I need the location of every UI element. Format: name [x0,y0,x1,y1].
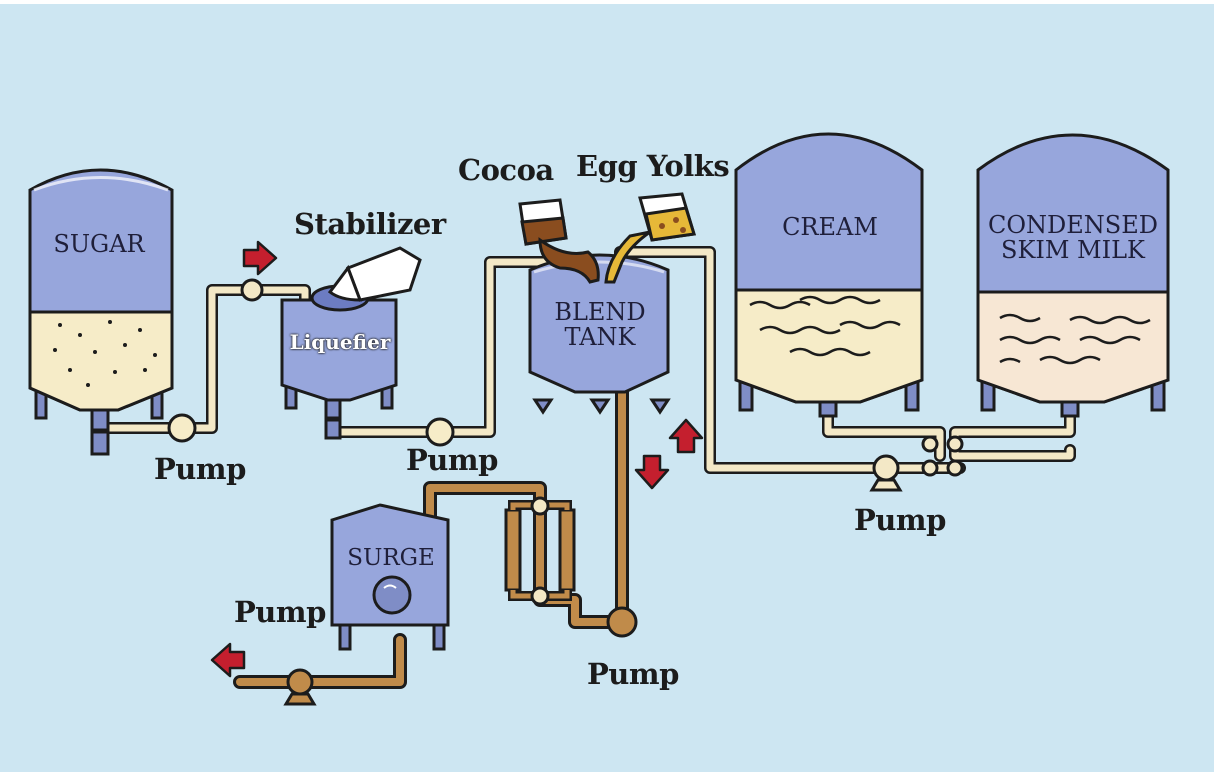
blend-tank-label: BLEND TANK [540,298,660,352]
cocoa-label: Cocoa [458,153,554,187]
cocoa-bucket [518,198,600,284]
cream-waves [749,295,901,357]
sugar-label: SUGAR [53,230,145,258]
liquefier-label: Liquefier [289,330,391,354]
cream-tank [734,132,924,418]
arrow-right-icon [242,240,278,276]
condensed-milk-tank [976,133,1170,418]
cream-label: CREAM [782,213,878,241]
pump-glyphs [167,413,903,706]
milk-waves [999,313,1151,365]
heat-exchanger [504,496,576,606]
arrow-up-icon [668,418,704,454]
pump-label-4: Pump [234,595,326,629]
flow-arrows [210,240,704,678]
blend-tank-label-line1: BLEND [554,298,646,326]
condensed-milk-label-line2: SKIM MILK [1001,236,1145,265]
sugar-granules [53,320,157,387]
pump-label-2: Pump [406,443,498,477]
blend-tank-label-line2: TANK [564,323,636,352]
pump-label-1: Pump [154,452,246,486]
condensed-milk-label-line1: CONDENSED [987,211,1158,239]
condensed-milk-label: CONDENSED SKIM MILK [980,211,1166,265]
stabilizer-bag [327,246,422,302]
liquefier-tank [280,284,398,440]
surge-label: SURGE [347,545,435,571]
sugar-tank [28,168,174,456]
brown-pipes [233,385,629,689]
pump-label-3: Pump [854,503,946,537]
arrow-left-icon [210,642,246,678]
arrow-down-icon [634,454,670,490]
egg-yolks-label: Egg Yolks [576,149,730,183]
egg-yolk-bucket [604,192,696,284]
surge-tank [330,503,450,651]
pump-label-5: Pump [587,657,679,691]
valve-glyphs [240,278,964,477]
stabilizer-label: Stabilizer [294,207,446,241]
